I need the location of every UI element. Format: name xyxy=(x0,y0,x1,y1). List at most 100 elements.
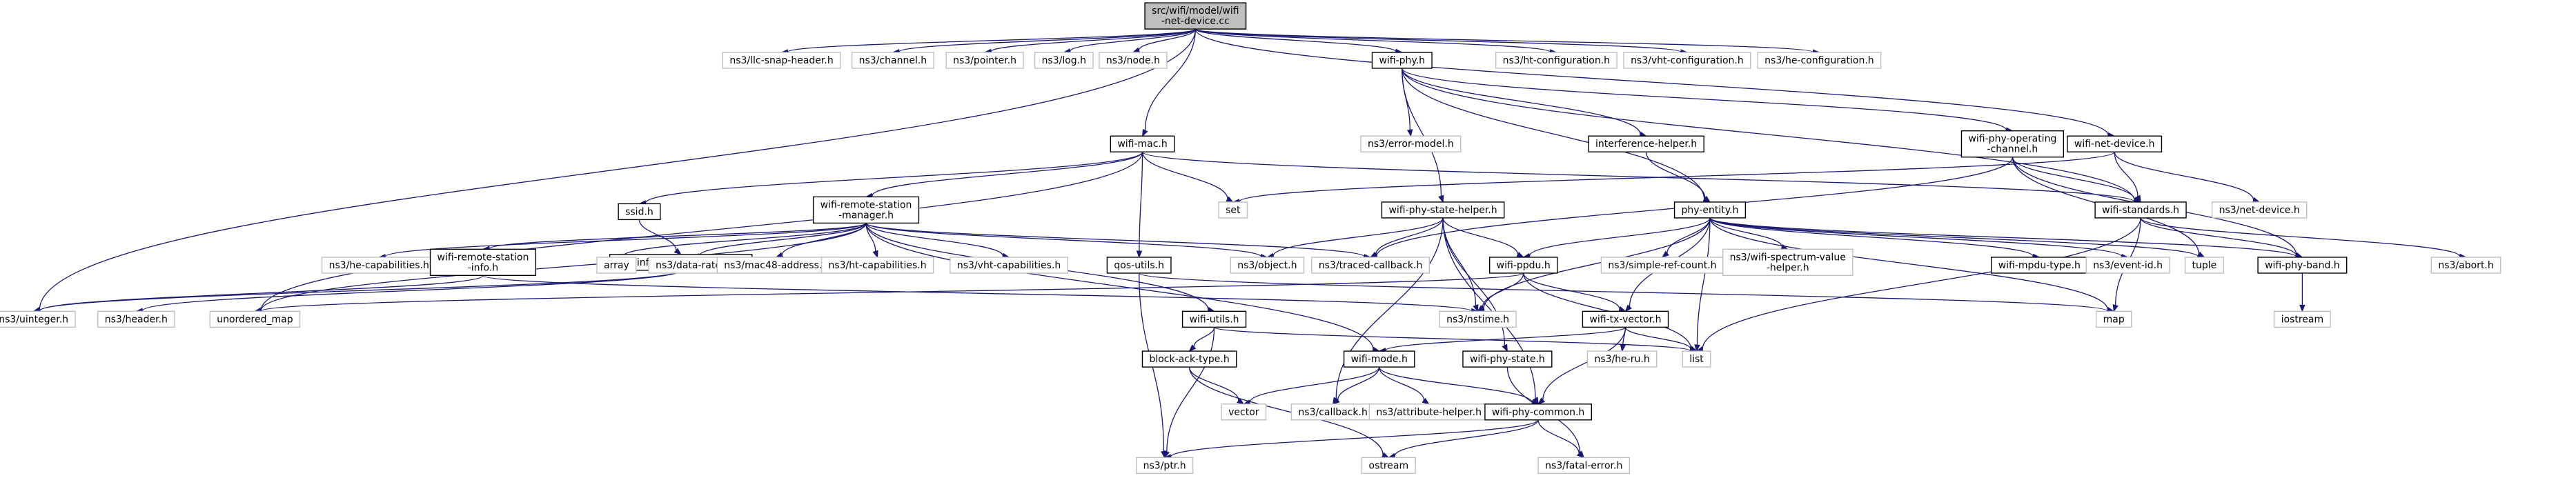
node-box xyxy=(1218,201,1248,219)
edge-arrowhead xyxy=(1577,451,1585,459)
edge-wifimac-to-rsm xyxy=(865,151,1143,199)
edge-line xyxy=(1337,366,1380,401)
node-physstate[interactable]: wifi-phy-state.h xyxy=(1462,350,1553,368)
node-band[interactable]: wifi-phy-band.h xyxy=(2257,257,2348,274)
node-label: wifi-ppdu.h xyxy=(1497,260,1551,271)
node-box xyxy=(2211,201,2308,219)
edge-arrowhead xyxy=(1136,250,1143,259)
node-fatal: ns3/fatal-error.h xyxy=(1537,457,1631,475)
node-label: ostream xyxy=(1369,460,1409,471)
edge-line xyxy=(1709,217,2297,257)
node-box xyxy=(1582,310,1669,328)
node-phycommon[interactable]: wifi-phy-common.h xyxy=(1484,404,1592,421)
edge-netdevh-to-standards xyxy=(2114,152,2141,203)
node-standards[interactable]: wifi-standards.h xyxy=(2094,201,2187,219)
edge-arrowhead xyxy=(1141,128,1148,137)
node-label: list xyxy=(1689,354,1704,365)
edge-blockack-to-vector xyxy=(1188,366,1245,405)
node-rsm[interactable]: wifi-remote-station-manager.h xyxy=(812,196,920,224)
node-pointer: ns3/pointer.h xyxy=(945,52,1024,69)
edge-wifimode-to-attrhelper xyxy=(1379,366,1430,405)
node-wifiphy[interactable]: wifi-phy.h xyxy=(1371,52,1433,69)
edge-line xyxy=(1709,217,1783,248)
node-tuple: tuple xyxy=(2184,257,2225,274)
node-uinteger: ns3/uinteger.h xyxy=(0,310,76,328)
node-simpleref: ns3/simple-ref-count.h xyxy=(1600,257,1724,274)
node-phyentity[interactable]: phy-entity.h xyxy=(1673,201,1747,219)
node-label: -channel.h xyxy=(1987,144,2038,155)
node-label: src/wifi/model/wifi xyxy=(1152,6,1239,17)
edge-line xyxy=(1645,152,1706,199)
node-eventid: ns3/event-id.h xyxy=(2085,257,2170,274)
node-box xyxy=(1381,201,1505,219)
node-wifimac[interactable]: wifi-mac.h xyxy=(1110,135,1175,152)
edge-arrowhead xyxy=(1702,195,1711,203)
node-blockack[interactable]: block-ack-type.h xyxy=(1141,350,1237,368)
edge-wifiutils-to-list xyxy=(1213,326,1698,354)
node-label: -manager.h xyxy=(838,210,894,221)
edge-txvector-to-phycommon xyxy=(1537,327,1626,405)
node-box xyxy=(1495,52,1618,69)
node-label: ns3/fatal-error.h xyxy=(1545,460,1622,471)
node-label: ns3/he-capabilities.h xyxy=(329,260,429,271)
node-label: ns3/node.h xyxy=(1106,55,1160,66)
edge-line xyxy=(698,223,867,257)
node-ppdu[interactable]: wifi-ppdu.h xyxy=(1488,257,1558,274)
edge-rsm-to-rsinfo xyxy=(482,222,867,252)
node-box xyxy=(1371,52,1433,69)
node-label: ns3/ht-capabilities.h xyxy=(828,260,926,271)
edge-arrowhead xyxy=(1188,344,1197,352)
node-label: ns3/vht-configuration.h xyxy=(1631,55,1744,66)
edge-line xyxy=(489,222,867,250)
node-root[interactable]: src/wifi/model/wifi-net-device.cc xyxy=(1144,2,1247,30)
node-box xyxy=(618,203,661,221)
node-box xyxy=(97,310,175,328)
node-phyopch[interactable]: wifi-phy-operating-channel.h xyxy=(1960,130,2065,158)
node-statehelper[interactable]: wifi-phy-state-helper.h xyxy=(1381,201,1505,219)
node-label: ns3/he-configuration.h xyxy=(1764,55,1874,66)
node-label: set xyxy=(1226,205,1241,216)
edge-wifimode-to-callback xyxy=(1332,366,1380,405)
node-rsinfo[interactable]: wifi-remote-station-info.h xyxy=(429,248,537,277)
node-attrhelper: ns3/attribute-helper.h xyxy=(1368,404,1489,421)
node-label: wifi-utils.h xyxy=(1190,314,1239,325)
node-box xyxy=(1144,2,1247,30)
node-netdevh[interactable]: wifi-net-device.h xyxy=(2067,135,2163,152)
node-wifiutils[interactable]: wifi-utils.h xyxy=(1181,310,1247,328)
node-htconf: ns3/ht-configuration.h xyxy=(1495,52,1618,69)
node-label: wifi-mac.h xyxy=(1117,139,1167,150)
node-wifimode[interactable]: wifi-mode.h xyxy=(1343,350,1415,368)
edge-arrowhead xyxy=(2112,304,2118,312)
node-label: ns3/attribute-helper.h xyxy=(1376,407,1482,418)
node-box xyxy=(1034,52,1094,69)
node-label: wifi-remote-station xyxy=(820,199,912,210)
edge-ppdu-to-umap xyxy=(254,272,1524,315)
node-interference[interactable]: interference-helper.h xyxy=(1588,135,1704,152)
node-ssid[interactable]: ssid.h xyxy=(618,203,661,221)
edge-arrowhead xyxy=(1438,195,1444,203)
node-label: ns3/net-device.h xyxy=(2219,205,2300,216)
node-nstime: ns3/nstime.h xyxy=(1439,310,1517,328)
edge-line xyxy=(1624,327,1691,350)
edge-line xyxy=(865,223,1003,257)
node-callback: ns3/callback.h xyxy=(1290,404,1375,421)
edge-line xyxy=(872,151,1143,197)
node-label: wifi-mpdu-type.h xyxy=(1998,260,2081,271)
node-txvector[interactable]: wifi-tx-vector.h xyxy=(1582,310,1669,328)
edge-line xyxy=(1138,28,1196,51)
edge-line xyxy=(2012,157,2136,201)
node-label: unordered_map xyxy=(217,314,293,325)
edge-wifiphy-to-phyentity xyxy=(1402,68,1711,203)
node-box xyxy=(596,257,637,274)
node-qos[interactable]: qos-utils.h xyxy=(1106,257,1172,274)
node-box xyxy=(2273,310,2331,328)
node-box xyxy=(1484,404,1592,421)
node-label: ns3/callback.h xyxy=(1298,407,1367,418)
node-box xyxy=(2094,201,2187,219)
node-heru: ns3/he-ru.h xyxy=(1586,350,1658,368)
edge-line xyxy=(2114,152,2139,197)
edge-arrowhead xyxy=(1624,304,1632,312)
edge-statehelper-to-phycommon xyxy=(1442,217,1539,406)
node-mpdutype[interactable]: wifi-mpdu-type.h xyxy=(1991,257,2088,274)
node-box xyxy=(1673,201,1747,219)
